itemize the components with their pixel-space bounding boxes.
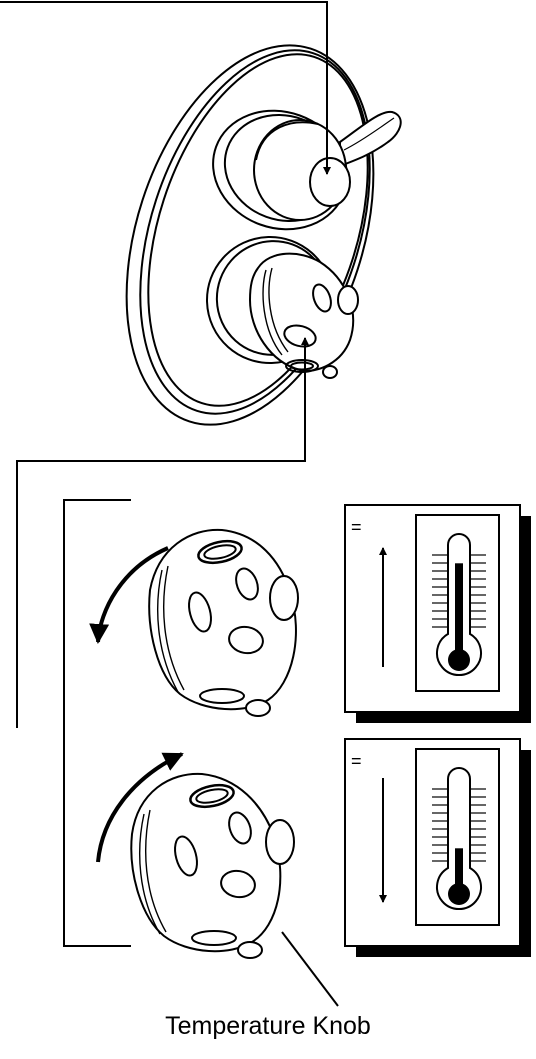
decrease-temperature-knob-icon [98,754,294,958]
increase-thermometer-panel: = [345,505,531,723]
faucet-valve-icon [82,14,418,457]
decrease-thermometer-panel: = [345,739,531,957]
equals-symbol: = [351,517,362,537]
detail-bracket [64,500,131,946]
caption-temperature-knob: Temperature Knob [0,1012,536,1041]
caption-leader-line [282,932,338,1006]
equals-symbol: = [351,751,362,771]
increase-temperature-knob-icon [98,530,298,716]
